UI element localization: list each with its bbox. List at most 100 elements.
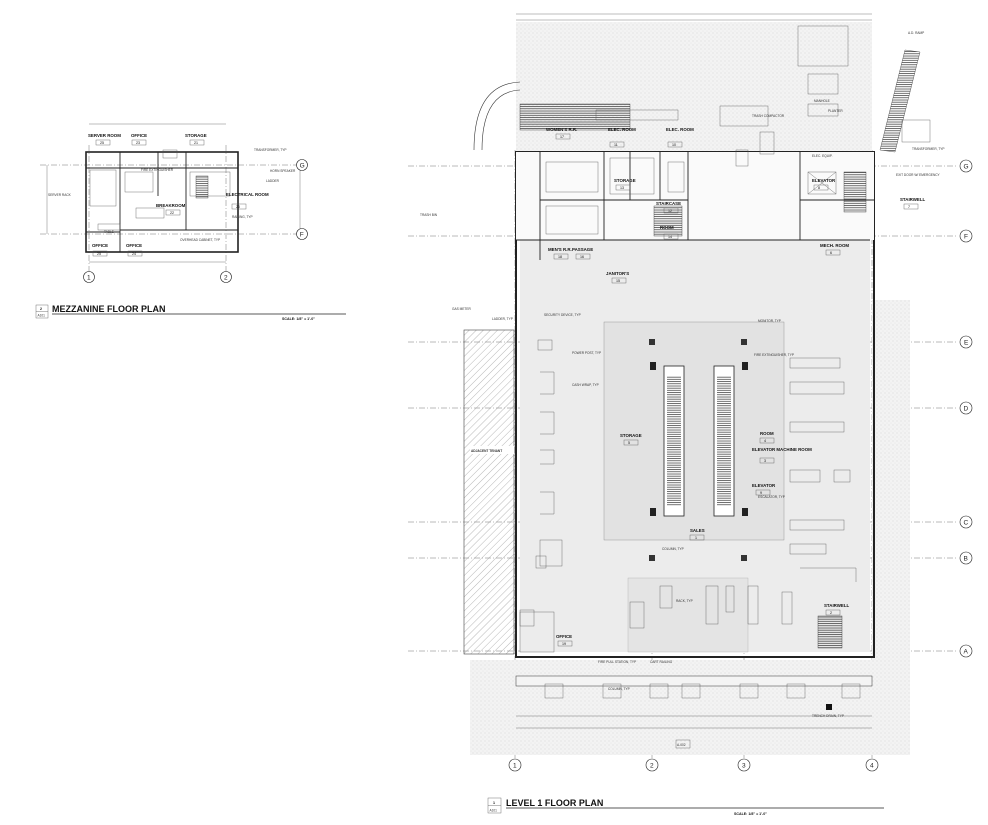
- l1-grid-1: 1: [513, 763, 517, 770]
- l1-room-office-num: 19: [562, 642, 566, 646]
- l1-note-elec-equip: ELEC. EQUIP.: [812, 154, 833, 158]
- l1-grid-C: C: [964, 520, 969, 527]
- mz-room-breakroom-label: BREAKROOM: [156, 203, 186, 208]
- l1-room-elevator-8-num: 8: [818, 186, 820, 190]
- l1-room-4-num: 4: [764, 439, 766, 443]
- l1-room-janitors: JANITOR'S: [606, 271, 629, 276]
- l1-note-trench-drain: TRENCH DRAIN, TYP: [812, 714, 844, 718]
- mz-room-office-23-num: 23: [136, 141, 140, 145]
- mz-room-office-25-num: 25: [97, 252, 101, 256]
- mz-room-electrical-num: 20: [236, 205, 240, 209]
- l1-note-cart-railing: CART RAILING: [650, 660, 673, 664]
- mz-grid-bubble-G: G: [300, 163, 305, 170]
- l1-room-mens-rr-num: 18: [558, 255, 562, 259]
- l1-note-security: SECURITY DEVICE, TYP: [544, 313, 581, 317]
- mz-note-server-rack: SERVER RACK: [48, 193, 72, 197]
- level1-title: LEVEL 1 FLOOR PLAN: [506, 798, 603, 808]
- l1-note-column-bottom: COLUMN, TYP: [608, 687, 630, 691]
- mezzanine-title: MEZZANINE FLOOR PLAN: [52, 304, 166, 314]
- l1-room-14: ROOM: [660, 225, 674, 230]
- l1-note-fire-pull: FIRE PULL STATION, TYP: [598, 660, 636, 664]
- mz-room-electrical-label: ELECTRICAL ROOM: [226, 192, 269, 197]
- l1-room-storage-13-num: 13: [620, 186, 624, 190]
- l1-room-elev-machine-num: 3: [764, 459, 766, 463]
- l1-room-stairwell-7: STAIRWELL: [900, 197, 926, 202]
- l1-grid-2: 2: [650, 763, 654, 770]
- l1-grid-A: A: [964, 649, 969, 656]
- mz-room-office-23-label: OFFICE: [131, 133, 147, 138]
- level1-plan: ADJACENT TENANT: [408, 13, 973, 816]
- l1-note-gas-meter: GAS METER: [452, 307, 471, 311]
- l1-note-planter: PLANTER: [828, 109, 843, 113]
- mz-note-railing: RAILING, TYP: [232, 215, 253, 219]
- l1-sheet-ref: A101: [490, 809, 498, 813]
- l1-note-trash-compactor: TRASH COMPACTOR: [752, 114, 785, 118]
- mz-room-breakroom-num: 22: [170, 211, 174, 215]
- l1-room-4: ROOM: [760, 431, 774, 436]
- l1-grid-D: D: [964, 406, 969, 413]
- l1-note-power-post: POWER POST, TYP: [572, 351, 601, 355]
- l1-room-passage: PASSAGE: [572, 247, 593, 252]
- l1-room-elec-10: ELEC. ROOM: [666, 127, 694, 132]
- l1-note-ladder: LADDER, TYP: [492, 317, 513, 321]
- l1-room-mech-num: 6: [830, 251, 832, 255]
- l1-grid-bubbles-rows: G F E D C B A: [959, 159, 973, 658]
- mz-note-ladder: LADDER: [266, 179, 280, 183]
- mz-room-office-25-label: OFFICE: [92, 243, 108, 248]
- l1-room-staircase-num: 12: [668, 209, 672, 213]
- l1-note-column: COLUMN, TYP: [662, 547, 684, 551]
- mz-note-transformer: TRANSFORMER, TYP: [254, 148, 287, 152]
- mz-room-storage-label: STORAGE: [185, 133, 207, 138]
- mezzanine-scale: SCALE: 1/8" = 1'-0": [282, 317, 315, 321]
- l1-note-exit-door: EXIT DOOR W/ EMERGENCY: [896, 173, 941, 177]
- mz-note-overhead-cabinet: OVERHEAD CABINET, TYP: [180, 238, 220, 242]
- l1-note-cash-wrap: CASH WRAP, TYP: [572, 383, 599, 387]
- l1-grid-F: F: [964, 234, 968, 241]
- l1-room-stairwell-2: STAIRWELL: [824, 603, 850, 608]
- l1-note-trash-bin: TRASH BIN: [420, 213, 438, 217]
- l1-grid-bubbles-cols: 1 2 3 4: [508, 758, 879, 772]
- mz-sheet-ref: A101: [38, 314, 46, 318]
- mz-room-server-num: 25: [100, 141, 104, 145]
- l1-note-hatch-tag: A-002: [677, 743, 686, 747]
- l1-note-rack: RACK, TYP: [676, 599, 693, 603]
- l1-room-staircase: STAIRCASE: [656, 201, 681, 206]
- l1-room-stairwell-2-num: 2: [830, 611, 832, 615]
- l1-room-elec-10-num: 10: [672, 143, 676, 147]
- mz-note-table: TABLE: [104, 230, 114, 234]
- l1-grid-3: 3: [742, 763, 746, 770]
- l1-room-storage-5-num: 5: [628, 441, 630, 445]
- mz-detail-num: 2: [40, 307, 42, 311]
- l1-room-sales: SALES: [690, 528, 705, 533]
- l1-room-elevator-8: ELEVATOR: [812, 178, 836, 183]
- l1-note-ada-ramp: A.D. RAMP: [908, 31, 924, 35]
- level1-scale: SCALE: 1/8" = 1'-0": [734, 812, 767, 816]
- l1-room-mens-rr: MEN'S R.R.: [548, 247, 572, 252]
- l1-room-storage-13: STORAGE: [614, 178, 636, 183]
- adjacent-tenant-hatch: [463, 329, 515, 655]
- l1-room-office: OFFICE: [556, 634, 572, 639]
- l1-room-passage-num: 16: [580, 255, 584, 259]
- l1-room-janitors-num: 15: [616, 279, 620, 283]
- mz-room-office-24-label: OFFICE: [126, 243, 142, 248]
- mz-room-storage-num: 21: [194, 141, 198, 145]
- l1-room-elec-11-num: 11: [614, 143, 618, 147]
- l1-room-elevator-9-num: 9: [760, 491, 762, 495]
- mz-grid-bubble-2: 2: [224, 275, 228, 282]
- l1-room-stairwell-7-num: 7: [908, 205, 910, 209]
- mz-room-office-24-num: 24: [132, 252, 136, 256]
- l1-room-womens-rr-num: 17: [560, 135, 564, 139]
- l1-grid-4: 4: [870, 763, 874, 770]
- l1-room-elec-11: ELEC. ROOM: [608, 127, 636, 132]
- l1-room-womens-rr: WOMEN'S R.R.: [546, 127, 577, 132]
- l1-note-manhole: MANHOLE: [814, 99, 830, 103]
- mz-room-server-label: SERVER ROOM: [88, 133, 121, 138]
- l1-room-14-num: 14: [668, 235, 672, 239]
- l1-room-elev-machine: ELEVATOR MACHINE ROOM: [752, 447, 812, 452]
- l1-note-fire-ext: FIRE EXTINGUISHER, TYP: [754, 353, 794, 357]
- adjacent-tenant-label: ADJACENT TENANT: [471, 449, 502, 453]
- mz-grid-bubble-F: F: [300, 232, 304, 239]
- mz-grid-bubble-1: 1: [87, 275, 91, 282]
